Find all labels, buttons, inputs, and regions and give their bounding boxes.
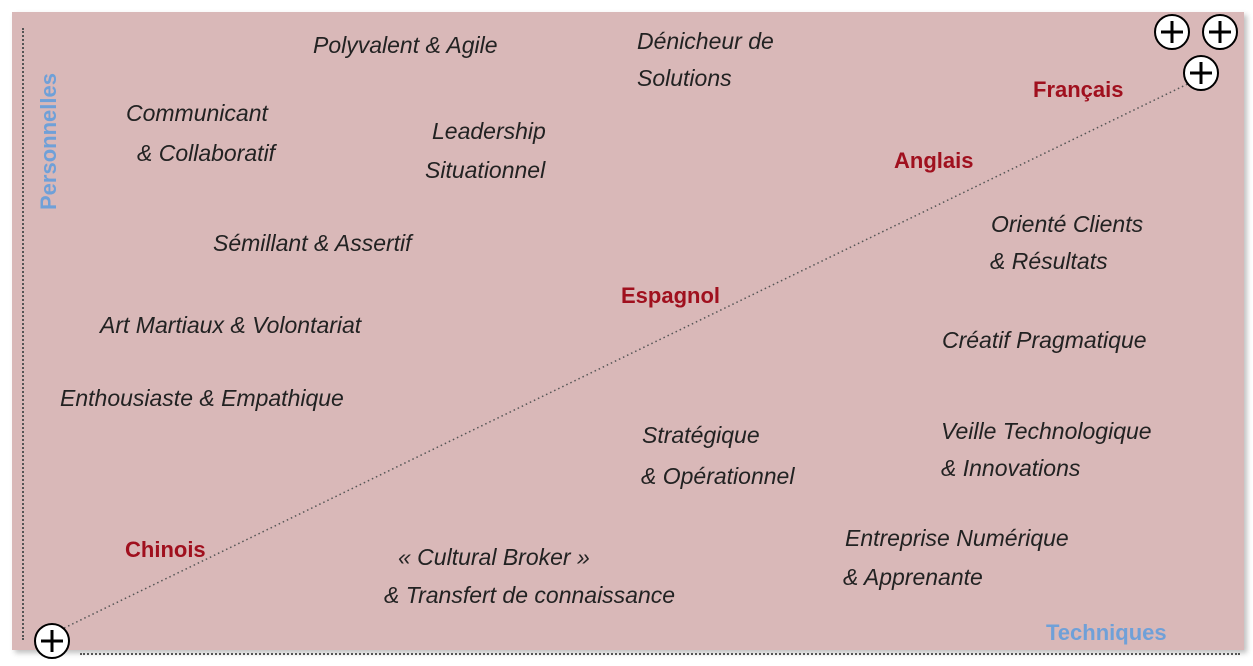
- quality-leadership-line2: Situationnel: [425, 157, 546, 183]
- quality-veille-line2: & Innovations: [941, 455, 1081, 481]
- language-francais: Français: [1033, 77, 1124, 102]
- language-espagnol: Espagnol: [621, 283, 721, 308]
- quality-art-martiaux: Art Martiaux & Volontariat: [100, 312, 362, 338]
- language-chinois: Chinois: [125, 537, 206, 562]
- quality-oriente-line2: & Résultats: [990, 248, 1108, 274]
- quality-polyvalent: Polyvalent & Agile: [313, 32, 498, 58]
- quality-cultural-broker-line2: & Transfert de connaissance: [384, 582, 676, 608]
- quality-entreprise-line1: Entreprise Numérique: [845, 525, 1069, 551]
- plus-circle-icon: [1183, 55, 1219, 91]
- plus-circle-icon: [34, 623, 70, 659]
- language-anglais: Anglais: [894, 148, 974, 173]
- quality-veille-line1: Veille Technologique: [941, 418, 1152, 444]
- quality-cultural-broker-line1: « Cultural Broker »: [398, 544, 590, 570]
- quality-leadership-line1: Leadership: [432, 118, 546, 144]
- vertical-axis-line: [22, 28, 24, 640]
- horizontal-axis-line: [80, 653, 1240, 655]
- quality-semillant: Sémillant & Assertif: [213, 230, 412, 256]
- quality-denicheur-line2: Solutions: [637, 65, 732, 91]
- quality-strategique-line2: & Opérationnel: [641, 463, 795, 489]
- quality-communicant-line2: & Collaboratif: [137, 140, 276, 166]
- quality-creatif: Créatif Pragmatique: [942, 327, 1147, 353]
- quality-denicheur-line1: Dénicheur de: [637, 28, 774, 54]
- diagram-background: [12, 12, 1244, 650]
- plus-circle-icon: [1154, 14, 1190, 50]
- axis-label-personnelles: Personnelles: [36, 73, 61, 210]
- quality-communicant-line1: Communicant: [126, 100, 268, 126]
- quality-entreprise-line2: & Apprenante: [843, 564, 983, 590]
- plus-circle-icon: [1202, 14, 1238, 50]
- quality-oriente-line1: Orienté Clients: [991, 211, 1144, 237]
- axis-label-techniques: Techniques: [1046, 620, 1167, 645]
- quality-enthousiaste: Enthousiaste & Empathique: [60, 385, 344, 411]
- quality-strategique-line1: Stratégique: [642, 422, 760, 448]
